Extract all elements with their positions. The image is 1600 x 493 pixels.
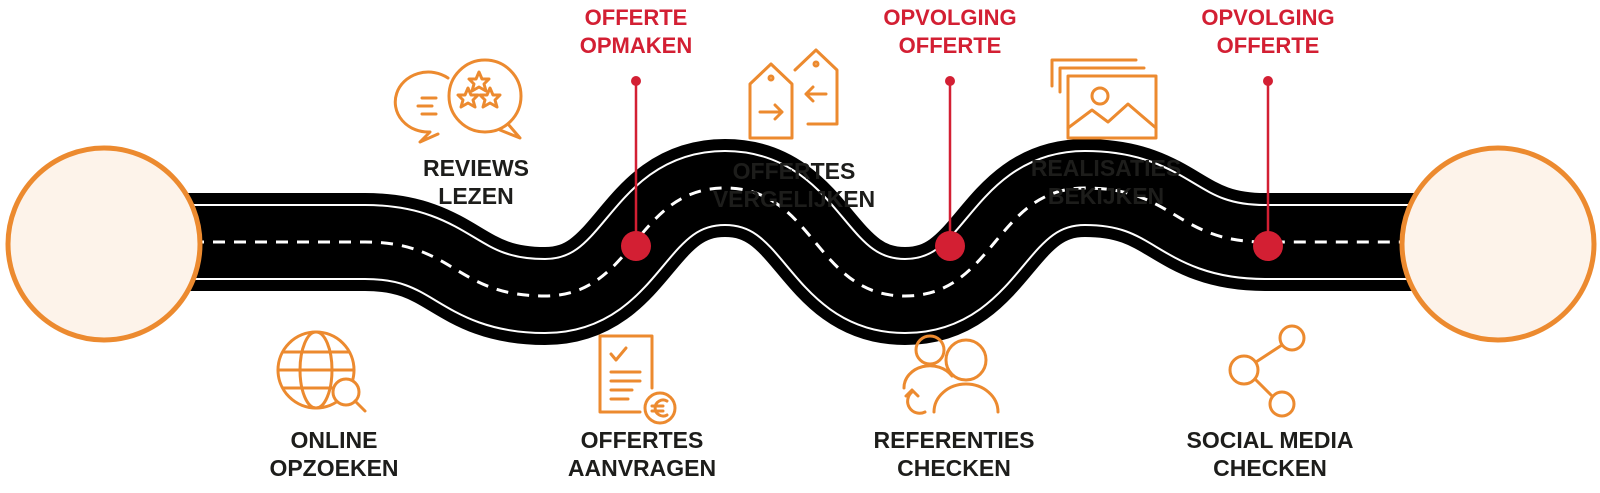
milestone-2-line1: OPVOLGING [883,5,1017,30]
milestone-label-1: OFFERTE OPMAKEN [546,4,726,60]
step-reviews-line2: LEZEN [438,183,514,209]
step-compare-line2: VERGELIJKEN [712,186,876,212]
step-online-label: ONLINE OPZOEKEN [224,426,444,482]
globe-search-icon [276,330,367,413]
step-compare-label: OFFERTES VERGELIJKEN [684,157,904,213]
step-references-line2: CHECKEN [897,455,1011,481]
step-social-line2: CHECKEN [1213,455,1327,481]
quote-document-euro-icon [598,334,677,425]
step-request-line2: AANVRAGEN [567,455,717,481]
step-social-label: SOCIAL MEDIA CHECKEN [1160,426,1380,482]
milestone-1-line1: OFFERTE [584,5,688,30]
step-realisaties-line1: REALISATIES [1030,155,1182,181]
milestone-pin-3 [1253,76,1283,261]
step-reviews-label: REVIEWS LEZEN [366,154,586,210]
step-online-line2: OPZOEKEN [269,455,399,481]
references-people-icon [902,334,1000,415]
step-references-label: REFERENTIES CHECKEN [844,426,1064,482]
reviews-icon [393,58,523,144]
milestone-3-line1: OPVOLGING [1201,5,1335,30]
road [150,137,1450,347]
step-request-line1: OFFERTES [580,427,704,453]
milestone-pin-2 [935,76,965,261]
milestone-3-line2: OFFERTE [1216,33,1320,58]
photo-gallery-icon [1050,58,1158,140]
milestone-pin-1 [621,76,651,261]
start-circle [5,145,203,343]
milestone-label-3: OPVOLGING OFFERTE [1178,4,1358,60]
price-tags-compare-icon [748,48,839,140]
step-request-label: OFFERTES AANVRAGEN [532,426,752,482]
step-realisaties-label: REALISATIES BEKIJKEN [996,154,1216,210]
milestone-label-2: OPVOLGING OFFERTE [860,4,1040,60]
end-circle [1399,145,1597,343]
share-network-icon [1228,324,1306,418]
step-realisaties-line2: BEKIJKEN [1047,183,1165,209]
road-center-dashes [150,186,1450,298]
step-social-line1: SOCIAL MEDIA [1186,427,1354,453]
milestone-2-line2: OFFERTE [898,33,1002,58]
milestone-1-line2: OPMAKEN [579,33,693,58]
step-compare-line1: OFFERTES [732,158,856,184]
step-reviews-line1: REVIEWS [422,155,530,181]
step-references-line1: REFERENTIES [873,427,1035,453]
step-online-line1: ONLINE [290,427,378,453]
